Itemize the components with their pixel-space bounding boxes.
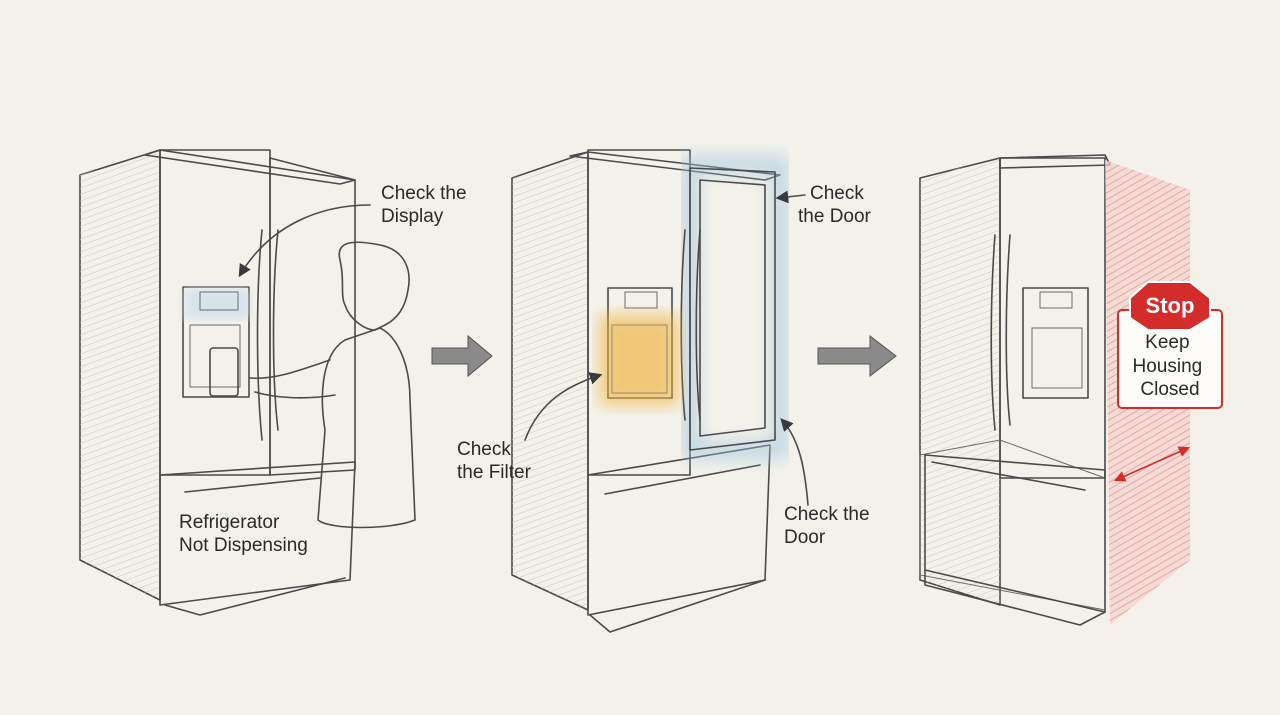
fridge-1: [79, 149, 356, 616]
stop-label: Stop: [1146, 293, 1195, 318]
check-door-top-label: Check the Door: [798, 183, 872, 227]
pointer-door-top: [775, 190, 806, 204]
pointer-door-bottom: [780, 418, 809, 506]
pointer-filter: [524, 372, 603, 441]
stop-sign-icon: [1129, 281, 1211, 331]
refrigerator-status-label: Refrigerator Not Dispensing: [179, 512, 308, 556]
check-display-label: Check the Display: [381, 183, 472, 227]
pointer-display: [238, 204, 371, 278]
step-arrow-1: [431, 334, 493, 378]
step-arrow-2: [817, 334, 897, 378]
fridge-2: [511, 149, 789, 633]
keep-housing-label: Keep Housing Closed: [1133, 332, 1208, 400]
check-door-bottom-label: Check the Door: [784, 504, 875, 548]
check-filter-label: Check the Filter: [457, 439, 532, 483]
person-figure: [209, 241, 416, 529]
stop-warning: Stop Keep Housing Closed: [1117, 281, 1223, 409]
